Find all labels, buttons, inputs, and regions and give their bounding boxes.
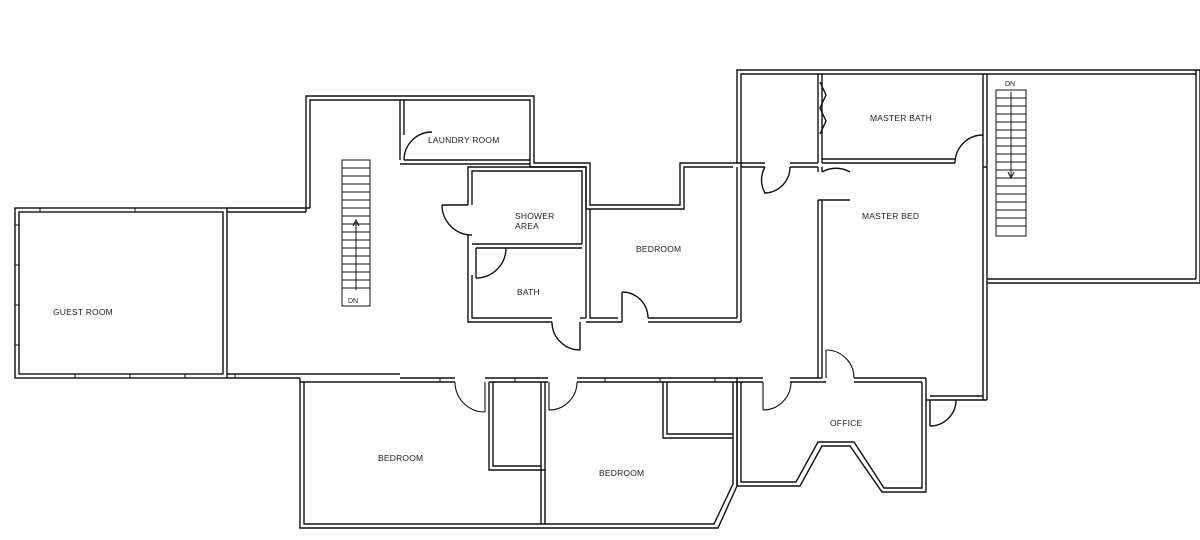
lower-wing-walls: [299, 377, 957, 529]
guest-room-walls: [14, 207, 400, 379]
guest-room-wall-ticks: [15, 208, 236, 378]
center-bedroom-walls: [586, 163, 742, 323]
bedroom-lower-left-label: BEDROOM: [378, 453, 423, 463]
left-stair-dn-label: DN: [348, 298, 358, 305]
shower-bath-walls: [441, 166, 587, 351]
office-label: OFFICE: [830, 418, 862, 428]
laundry-room-walls: [399, 100, 530, 165]
lower-door-swings: [454, 349, 855, 413]
bedroom-center-label: BEDROOM: [636, 244, 681, 254]
left-stair: [341, 159, 371, 307]
right-stair: [995, 89, 1027, 237]
shower-area-label-line2: AREA: [515, 221, 539, 231]
bath-label: BATH: [517, 287, 540, 297]
laundry-room-label: LAUNDRY ROOM: [428, 135, 500, 145]
bedroom-lower-middle-label: BEDROOM: [599, 468, 644, 478]
right-stair-dn-label: DN: [1005, 81, 1015, 88]
master-bed-label: MASTER BED: [862, 211, 919, 221]
master-bath-label: MASTER BATH: [870, 113, 932, 123]
corridor-wall-ticks: [439, 378, 716, 382]
guest-room-label: GUEST ROOM: [53, 307, 113, 317]
shower-area-label-line1: SHOWER: [515, 211, 554, 221]
master-suite-walls: [737, 70, 1200, 401]
